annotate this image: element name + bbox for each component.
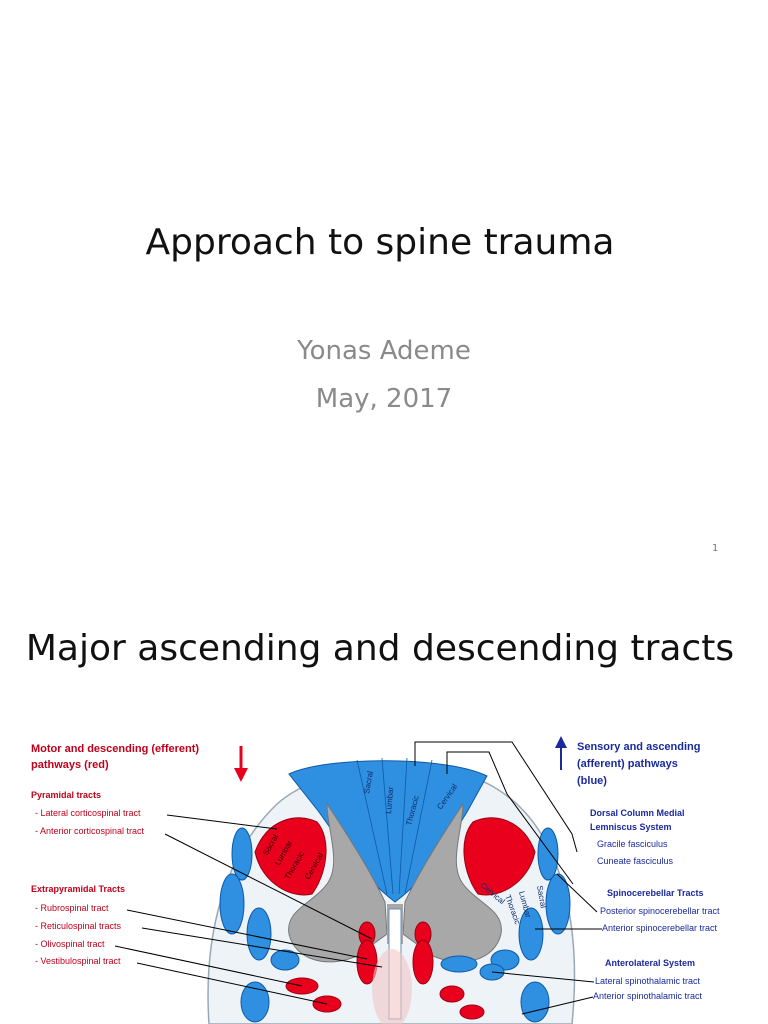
author-name: Yonas Ademe	[297, 336, 471, 366]
extrapyramidal-item-2: - Reticulospinal tracts	[35, 921, 122, 931]
presentation-date: May, 2017	[315, 384, 453, 414]
grey-matter	[288, 802, 502, 963]
right-lateral-corticospinal	[463, 817, 536, 896]
spinal-cord-tracts-diagram: Sacral Lumbar Thoracic Cervical Sacral L…	[31, 736, 720, 1024]
anterolateral-item-1: Lateral spinothalamic tract	[595, 976, 701, 986]
dcml-title-line-2: Lemniscus System	[590, 822, 672, 832]
extrapyramidal-title: Extrapyramidal Tracts	[31, 884, 125, 894]
pyramidal-title: Pyramidal tracts	[31, 790, 101, 800]
pyramidal-item-1: - Lateral corticospinal tract	[35, 808, 141, 818]
extrapyramidal-item-4: - Vestibulospinal tract	[35, 956, 121, 966]
slide-title-2: Major ascending and descending tracts	[25, 628, 735, 669]
dcml-title-line-1: Dorsal Column Medial	[590, 808, 685, 818]
slide-2: Major ascending and descending tracts	[0, 580, 768, 1024]
motor-header-line-2: pathways (red)	[31, 759, 109, 771]
sensory-header-line-1: Sensory and ascending	[577, 741, 700, 753]
anterolateral-item-2: Anterior spinothalamic tract	[593, 991, 703, 1001]
sensory-header-line-2: (afferent) pathways	[577, 758, 678, 770]
spinocerebellar-title: Spinocerebellar Tracts	[607, 888, 704, 898]
extrapyramidal-item-1: - Rubrospinal tract	[35, 903, 109, 913]
spinocerebellar-item-2: Anterior spinocerebellar tract	[602, 923, 718, 933]
extrapyramidal-item-3: - Olivospinal tract	[35, 939, 105, 949]
page-number: 1	[712, 543, 719, 554]
sensory-header-line-3: (blue)	[577, 775, 607, 787]
spinocerebellar-item-1: Posterior spinocerebellar tract	[600, 906, 720, 916]
dorsal-label-1: Sacral	[362, 770, 375, 794]
right-lateral-label-4: Sacral	[535, 885, 548, 909]
slide-title: Approach to spine trauma	[145, 222, 615, 263]
dcml-item-2: Cuneate fasciculus	[597, 856, 674, 866]
motor-header-line-1: Motor and descending (efferent)	[31, 743, 199, 755]
dcml-item-1: Gracile fasciculus	[597, 839, 668, 849]
left-lateral-corticospinal	[254, 817, 327, 896]
anterolateral-title: Anterolateral System	[605, 958, 695, 968]
pyramidal-item-2: - Anterior corticospinal tract	[35, 826, 145, 836]
slide-1: Approach to spine trauma Yonas Ademe May…	[145, 222, 719, 554]
dorsal-label-2: Lumbar	[384, 786, 395, 814]
